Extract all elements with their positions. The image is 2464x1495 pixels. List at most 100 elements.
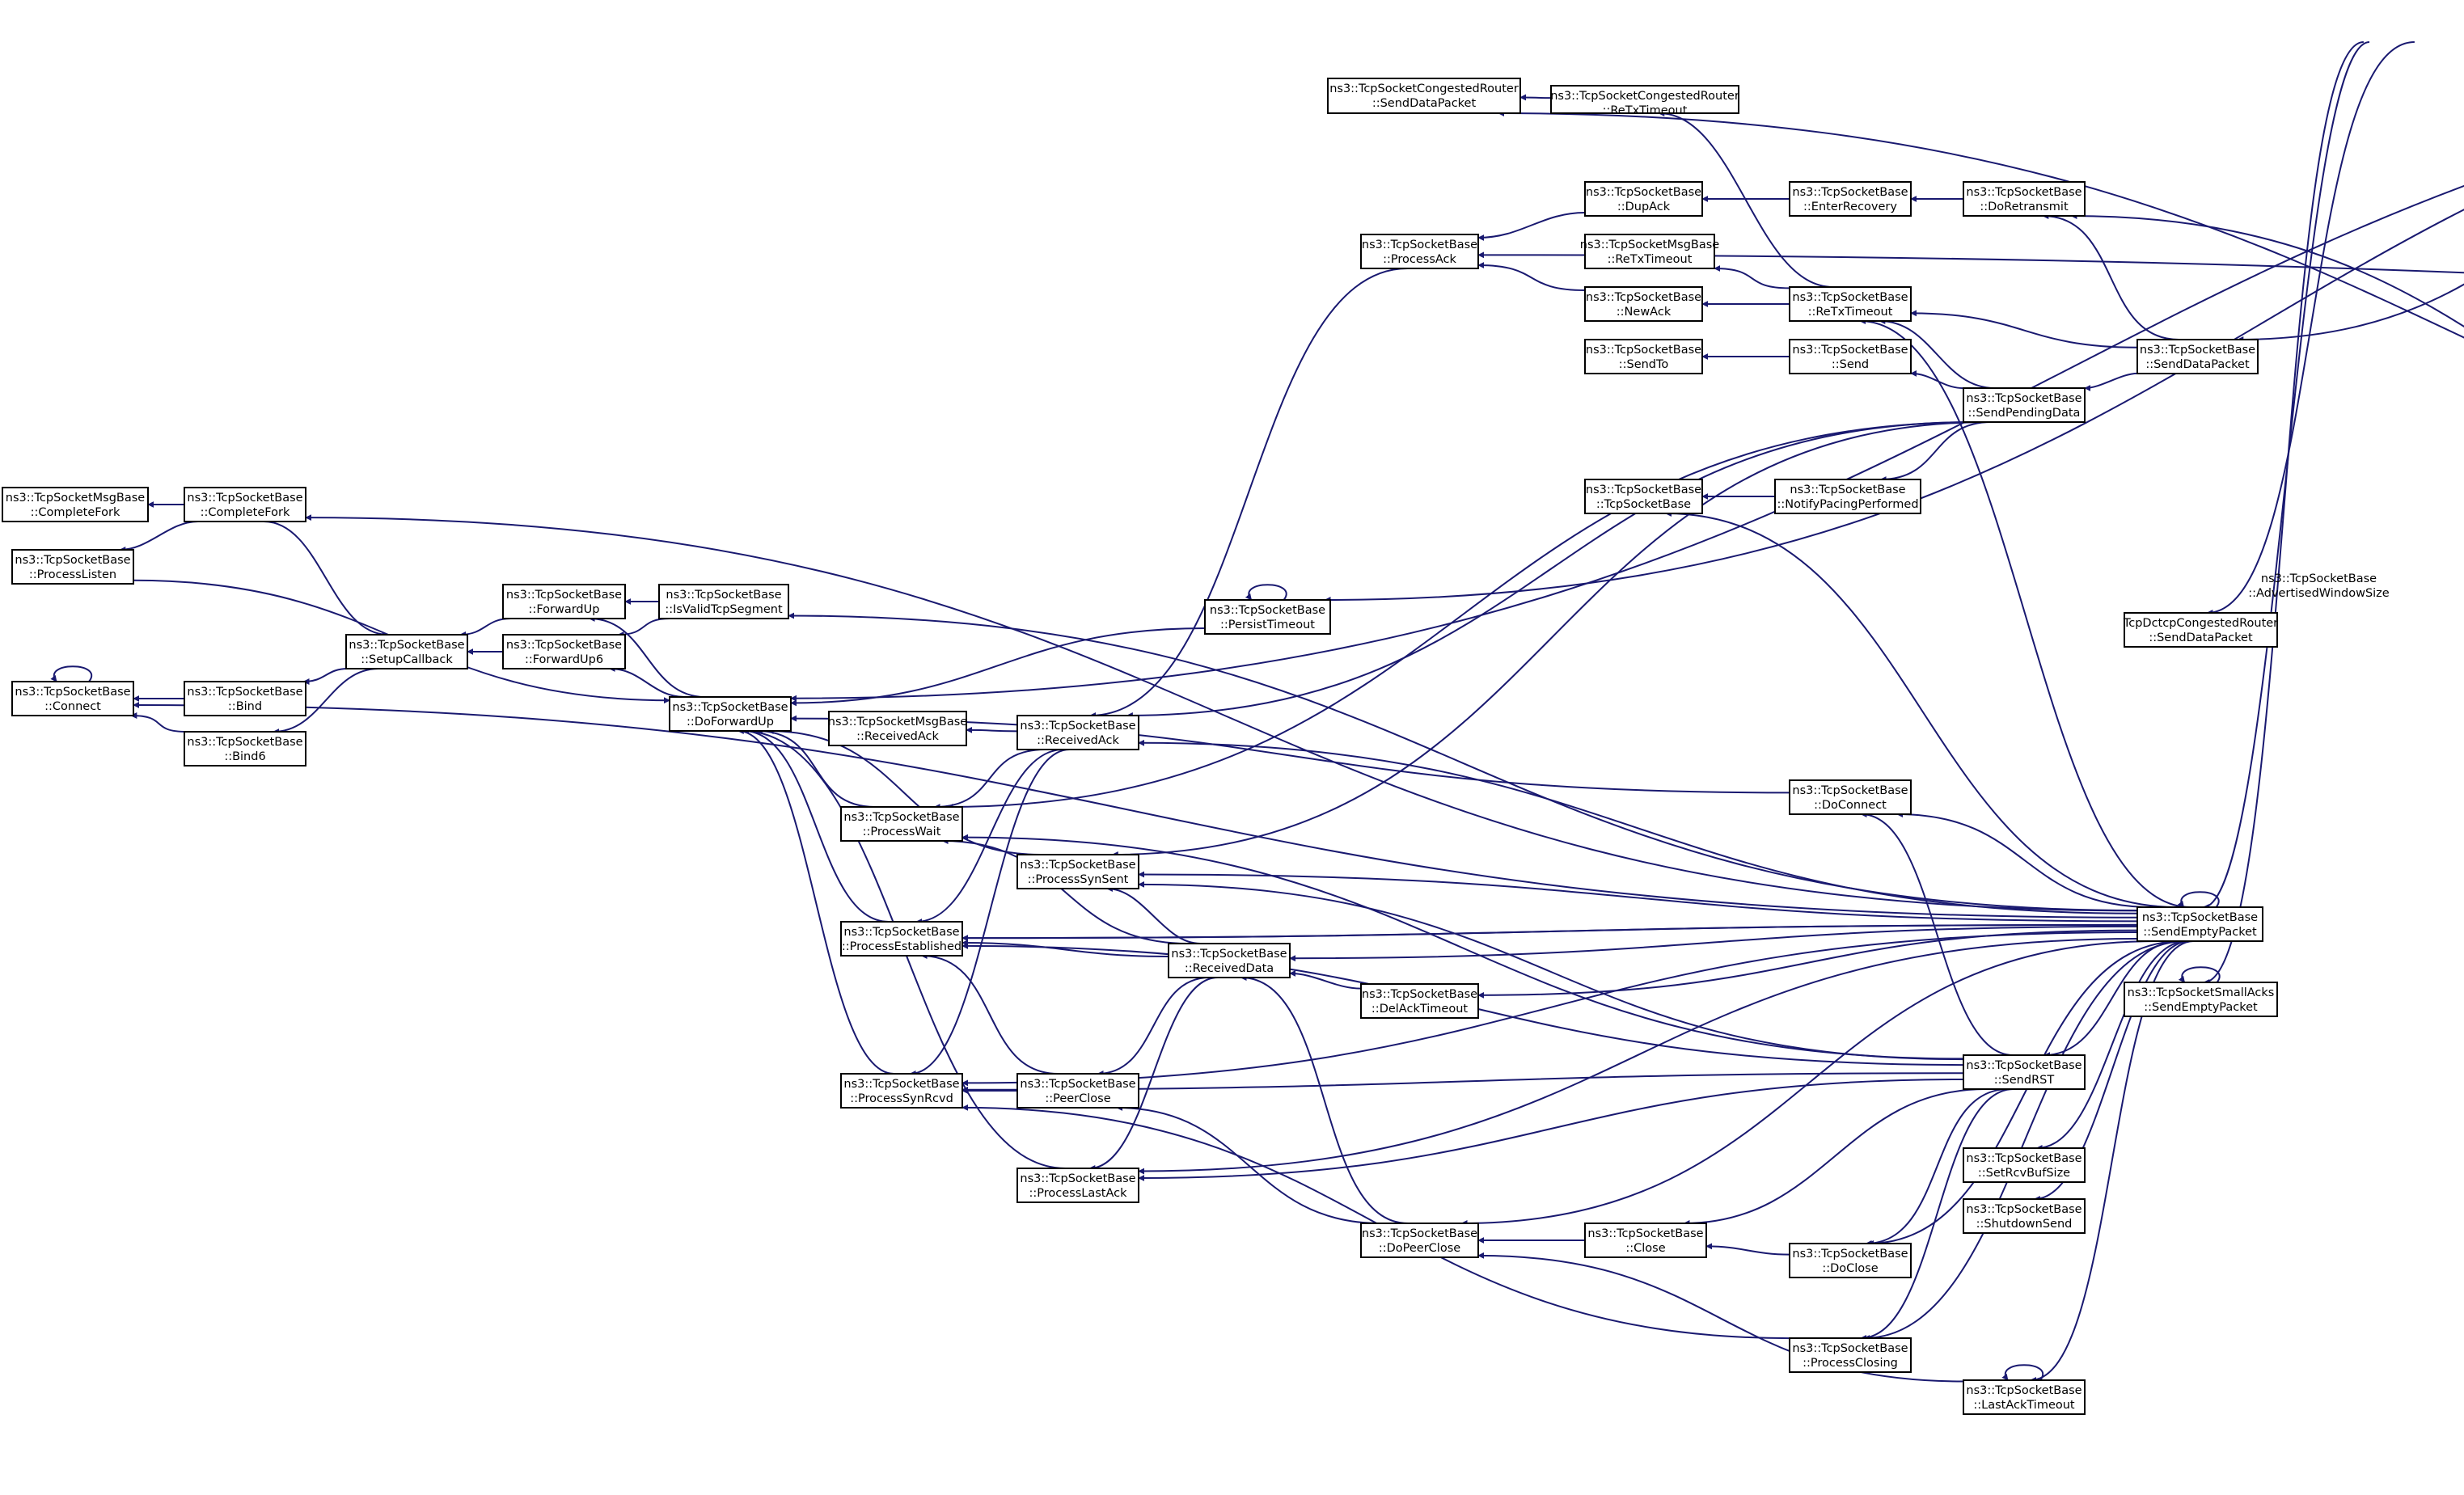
node-label-method: ::EnterRecovery xyxy=(1803,201,1897,213)
node-senddatapacket[interactable]: ns3::TcpSocketBase::SendDataPacket xyxy=(2136,339,2259,374)
node-bind[interactable]: ns3::TcpSocketBase::Bind xyxy=(184,681,306,716)
node-synrcvd[interactable]: ns3::TcpSocketBase::ProcessSynRcvd xyxy=(840,1073,963,1109)
node-dupack[interactable]: ns3::TcpSocketBase::DupAck xyxy=(1584,181,1703,217)
node-dopeerclose[interactable]: ns3::TcpSocketBase::DoPeerClose xyxy=(1360,1223,1479,1258)
node-label-method: ::DoConnect xyxy=(1814,799,1887,812)
node-label-class: ns3::TcpSocketBase xyxy=(1966,1152,2082,1165)
node-completefork[interactable]: ns3::TcpSocketBase::CompleteFork xyxy=(184,487,306,522)
node-doforwardup[interactable]: ns3::TcpSocketBase::DoForwardUp xyxy=(669,696,792,732)
node-processwait[interactable]: ns3::TcpSocketBase::ProcessWait xyxy=(840,806,963,842)
node-peerclose[interactable]: ns3::TcpSocketBase::PeerClose xyxy=(1016,1073,1139,1109)
node-box xyxy=(2136,339,2259,374)
node-persist[interactable]: ns3::TcpSocketBase::PersistTimeout xyxy=(1204,599,1331,635)
node-label-method: ::Close xyxy=(1625,1242,1665,1255)
node-cr_retx[interactable]: ns3::TcpSocketCongestedRouter::ReTxTimeo… xyxy=(1550,85,1739,117)
node-label-class: ns3::TcpSocketBase xyxy=(1587,1227,1703,1240)
node-label-class: ns3::TcpSocketMsgBase xyxy=(1580,239,1720,251)
node-label-method: ::ForwardUp6 xyxy=(525,653,603,666)
node-doretransmit[interactable]: ns3::TcpSocketBase::DoRetransmit xyxy=(1963,181,2086,217)
node-label-method: ::LastAckTimeout xyxy=(1973,1399,2075,1412)
node-ctor[interactable]: ns3::TcpSocketBase::TcpSocketBase xyxy=(1584,479,1703,514)
node-forwardup6[interactable]: ns3::TcpSocketBase::ForwardUp6 xyxy=(502,634,626,669)
node-small_sendempty[interactable]: ns3::TcpSocketSmallAcks::SendEmptyPacket xyxy=(2124,982,2278,1017)
node-setupcb[interactable]: ns3::TcpSocketBase::SetupCallback xyxy=(345,634,468,669)
node-label-class: ns3::TcpSocketBase xyxy=(1171,948,1287,961)
node-lastack[interactable]: ns3::TcpSocketBase::ProcessLastAck xyxy=(1016,1168,1139,1203)
node-box xyxy=(1584,234,1715,269)
node-label-class: ns3::TcpSocketBase xyxy=(1792,784,1908,797)
call-edge-msg_retx-to-retx xyxy=(1714,264,1790,289)
node-closing[interactable]: ns3::TcpSocketBase::ProcessClosing xyxy=(1789,1337,1912,1373)
node-label-class: ns3::TcpSocketBase xyxy=(1020,859,1135,872)
node-lastacktimeout[interactable]: ns3::TcpSocketBase::LastAckTimeout xyxy=(1963,1379,2086,1415)
node-box xyxy=(1360,234,1479,269)
node-close[interactable]: ns3::TcpSocketBase::Close xyxy=(1584,1223,1707,1258)
node-label-class: ns3::TcpSocketSmallAcks xyxy=(2128,986,2275,999)
call-edge-bind6-to-setupcb xyxy=(273,668,379,735)
node-setrcvbuf[interactable]: ns3::TcpSocketBase::SetRcvBufSize xyxy=(1963,1147,2086,1183)
call-edge-retx-to-sendpending xyxy=(1879,318,1995,389)
node-box xyxy=(1963,1379,2086,1415)
node-doconnect[interactable]: ns3::TcpSocketBase::DoConnect xyxy=(1789,779,1912,815)
node-label-class: ns3::TcpSocketBase xyxy=(1586,484,1701,496)
call-edge-lastacktimeout-to-sendempty xyxy=(2030,940,2194,1383)
node-notifypacing[interactable]: ns3::TcpSocketBase::NotifyPacingPerforme… xyxy=(1774,479,1921,514)
node-recvdata[interactable]: ns3::TcpSocketBase::ReceivedData xyxy=(1168,943,1291,978)
node-dctcp_send[interactable]: TcpDctcpCongestedRouter::SendDataPacket xyxy=(2123,612,2278,648)
node-label-method: ::DupAck xyxy=(1617,201,1671,213)
node-synsent[interactable]: ns3::TcpSocketBase::ProcessSynSent xyxy=(1016,854,1139,889)
node-box xyxy=(184,731,306,767)
node-msg_retx[interactable]: ns3::TcpSocketMsgBase::ReTxTimeout xyxy=(1580,234,1720,269)
node-msg_recvack[interactable]: ns3::TcpSocketMsgBase::ReceivedAck xyxy=(828,711,968,746)
node-label-class: ns3::TcpSocketBase xyxy=(506,589,622,602)
node-sendpending[interactable]: ns3::TcpSocketBase::SendPendingData xyxy=(1963,387,2086,423)
node-send[interactable]: ns3::TcpSocketBase::Send xyxy=(1789,339,1912,374)
node-processack[interactable]: ns3::TcpSocketBase::ProcessAck xyxy=(1360,234,1479,269)
node-label-class: ns3::TcpSocketBase xyxy=(1792,1248,1908,1261)
call-edge-closing-to-sendrst xyxy=(1860,1088,2014,1341)
call-edge-lastack-to-sendrst xyxy=(1138,1078,1964,1182)
node-established[interactable]: ns3::TcpSocketBase::ProcessEstablished xyxy=(840,921,963,957)
call-edge-connect-to-connect xyxy=(50,665,92,682)
node-label-method: ::Connect xyxy=(44,700,101,713)
node-processlisten[interactable]: ns3::TcpSocketBase::ProcessListen xyxy=(11,549,134,585)
call-edge-doforwardup-to-established xyxy=(742,728,889,923)
node-box xyxy=(658,584,789,619)
call-edge-forwardup6-to-doforwardup xyxy=(608,665,685,698)
node-bind6[interactable]: ns3::TcpSocketBase::Bind6 xyxy=(184,731,306,767)
node-box xyxy=(1963,1147,2086,1183)
node-shutdownsend[interactable]: ns3::TcpSocketBase::ShutdownSend xyxy=(1963,1198,2086,1234)
call-edge-connect-to-bind6 xyxy=(130,712,187,733)
node-newack[interactable]: ns3::TcpSocketBase::NewAck xyxy=(1584,286,1703,322)
node-box xyxy=(1016,1073,1139,1109)
node-label-method: ::ReceivedAck xyxy=(1037,734,1119,747)
node-recvack[interactable]: ns3::TcpSocketBase::ReceivedAck xyxy=(1016,715,1139,750)
node-sendrst[interactable]: ns3::TcpSocketBase::SendRST xyxy=(1963,1054,2086,1090)
node-box xyxy=(11,549,134,585)
node-label-class: ns3::TcpSocketBase xyxy=(843,926,959,939)
node-label-class: ns3::TcpSocketBase xyxy=(1362,988,1477,1001)
node-label-method: ::ProcessSynRcvd xyxy=(850,1092,953,1105)
call-edge-senddatapacket-to-advwin xyxy=(2237,283,2464,343)
node-delack[interactable]: ns3::TcpSocketBase::DelAckTimeout xyxy=(1360,983,1479,1019)
node-forwardup[interactable]: ns3::TcpSocketBase::ForwardUp xyxy=(502,584,626,619)
node-advwin[interactable]: ns3::TcpSocketBase::AdvertisedWindowSize xyxy=(2248,572,2390,600)
node-label-method: ::ForwardUp xyxy=(529,603,600,616)
node-box xyxy=(1016,854,1139,889)
node-label-method: ::SendPendingData xyxy=(1968,407,2081,420)
call-edge-synsent-to-sendempty xyxy=(1138,871,2138,923)
call-edge-doforwardup-to-synsent xyxy=(767,728,1041,855)
node-label-method: ::DelAckTimeout xyxy=(1371,1003,1468,1016)
node-sendto[interactable]: ns3::TcpSocketBase::SendTo xyxy=(1584,339,1703,374)
node-enterrecovery[interactable]: ns3::TcpSocketBase::EnterRecovery xyxy=(1789,181,1912,217)
edges-layer xyxy=(50,41,2464,1383)
node-isvalid[interactable]: ns3::TcpSocketBase::IsValidTcpSegment xyxy=(658,584,789,619)
node-sendempty[interactable]: ns3::TcpSocketBase::SendEmptyPacket xyxy=(2136,906,2263,942)
node-msg_completefork[interactable]: ns3::TcpSocketMsgBase::CompleteFork xyxy=(2,487,149,522)
node-connect[interactable]: ns3::TcpSocketBase::Connect xyxy=(11,681,134,716)
node-label-method: ::ReTxTimeout xyxy=(1808,306,1893,319)
node-cr_senddata[interactable]: ns3::TcpSocketCongestedRouter::SendDataP… xyxy=(1327,78,1521,114)
node-retx[interactable]: ns3::TcpSocketBase::ReTxTimeout xyxy=(1789,286,1912,322)
node-doclose[interactable]: ns3::TcpSocketBase::DoClose xyxy=(1789,1243,1912,1278)
node-label-method: ::IsValidTcpSegment xyxy=(665,603,783,616)
